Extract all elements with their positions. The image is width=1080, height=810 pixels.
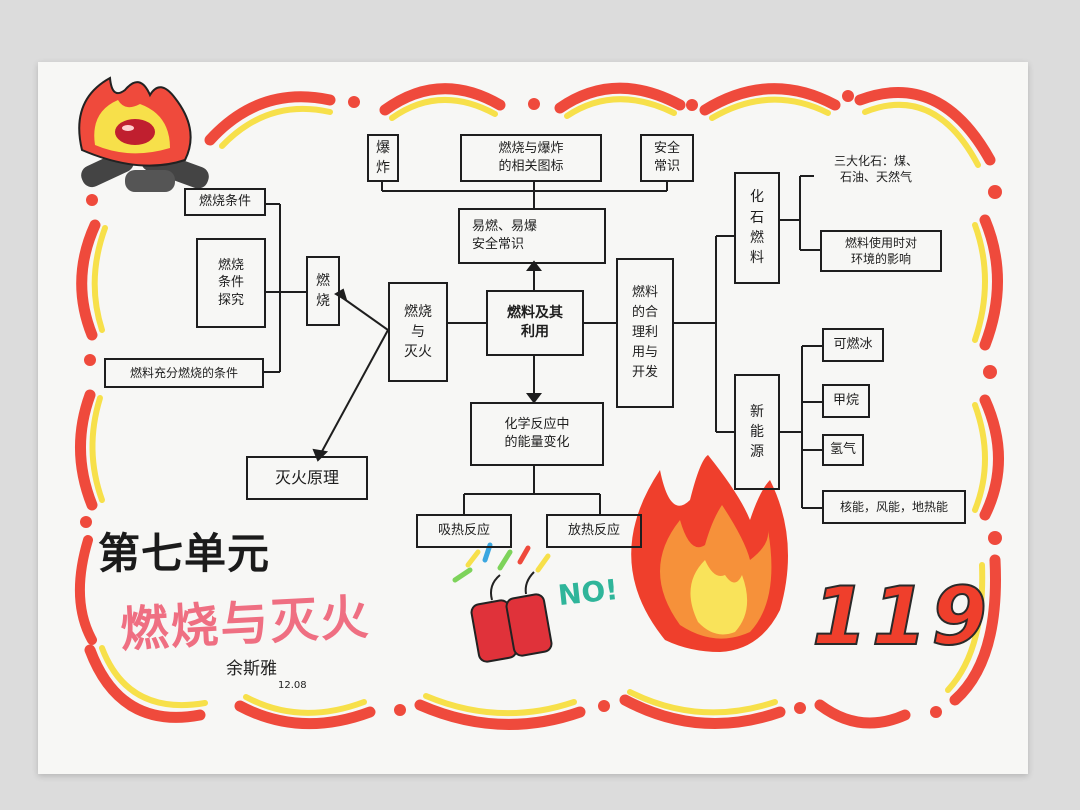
node-exothermic: 放热反应	[546, 514, 642, 548]
node-three-fossil: 三大化石：煤、 石油、天然气	[814, 146, 938, 192]
node-fuel-use: 燃料 的合 理利 用与 开发	[616, 258, 674, 408]
node-combustion-explore: 燃烧 条件 探究	[196, 238, 266, 328]
date-label: 12.08	[278, 680, 307, 691]
node-fire-principle: 灭火原理	[246, 456, 368, 500]
node-safety-label: 安全 常识	[653, 141, 680, 174]
node-combustion-explosion-icons: 燃烧与爆炸 的相关图标	[460, 134, 602, 182]
node-hydrogen-label: 氢气	[829, 442, 856, 458]
node-new-energy: 新 能 源	[734, 374, 780, 490]
node-combustion: 燃 烧	[306, 256, 340, 326]
node-fossil-fuel-label: 化 石 燃 料	[750, 189, 764, 267]
flame-icon	[631, 455, 788, 652]
node-center-label: 燃料及其 利用	[507, 305, 563, 340]
node-fuel-environment: 燃料使用时对 环境的影响	[820, 230, 942, 272]
node-full-combustion: 燃料充分燃烧的条件	[104, 358, 264, 388]
subtitle: 燃烧与灭火	[118, 589, 372, 659]
node-combustion-label: 燃 烧	[316, 272, 330, 309]
node-endothermic: 吸热反应	[416, 514, 512, 548]
no-text: NO!	[556, 572, 620, 613]
node-fuel-environment-label: 燃料使用时对 环境的影响	[844, 235, 917, 266]
node-combustion-conditions: 燃烧条件	[184, 188, 266, 216]
node-methane-label: 甲烷	[832, 393, 859, 409]
node-combustion-explore-label: 燃烧 条件 探究	[217, 257, 244, 308]
campfire-icon	[78, 76, 209, 192]
author-name: 余斯雅	[226, 659, 277, 679]
node-combustion-explosion-icons-label: 燃烧与爆炸 的相关图标	[498, 141, 564, 174]
node-combustible-ice: 可燃冰	[822, 328, 884, 362]
node-new-energy-label: 新 能 源	[750, 403, 764, 461]
node-center: 燃料及其 利用	[486, 290, 584, 356]
node-explosion: 爆 炸	[367, 134, 399, 182]
node-three-fossil-label: 三大化石：煤、 石油、天然气	[833, 153, 918, 184]
firecracker-icon	[452, 542, 553, 663]
node-flammable-safety: 易燃、易爆 安全常识	[458, 208, 606, 264]
node-flammable-safety-label: 易燃、易爆 安全常识	[472, 219, 538, 252]
unit-title: 第七单元	[98, 529, 271, 578]
node-fire-principle-label: 灭火原理	[274, 468, 339, 488]
connector-lines	[264, 175, 822, 514]
node-exothermic-label: 放热反应	[567, 523, 620, 539]
node-nuclear-wind-geothermal: 核能，风能，地热能	[822, 490, 966, 524]
node-combustion-and-fire: 燃烧 与 灭火	[388, 282, 448, 382]
node-safety: 安全 常识	[640, 134, 694, 182]
node-combustion-and-fire-label: 燃烧 与 灭火	[404, 303, 432, 361]
emergency-number: 119	[811, 569, 991, 664]
node-energy-change: 化学反应中 的能量变化	[470, 402, 604, 466]
node-fuel-use-label: 燃料 的合 理利 用与 开发	[631, 284, 658, 381]
node-fossil-fuel: 化 石 燃 料	[734, 172, 780, 284]
border-scallops	[74, 82, 1004, 730]
node-combustible-ice-label: 可燃冰	[833, 337, 873, 353]
node-nuclear-wind-geothermal-label: 核能，风能，地热能	[839, 499, 948, 514]
node-full-combustion-label: 燃料充分燃烧的条件	[129, 365, 238, 380]
border-dots	[80, 90, 1002, 718]
node-endothermic-label: 吸热反应	[437, 523, 490, 539]
node-methane: 甲烷	[822, 384, 870, 418]
node-explosion-label: 爆 炸	[376, 139, 390, 176]
node-combustion-conditions-label: 燃烧条件	[198, 194, 251, 210]
node-energy-change-label: 化学反应中 的能量变化	[504, 417, 570, 450]
node-hydrogen: 氢气	[822, 434, 864, 466]
